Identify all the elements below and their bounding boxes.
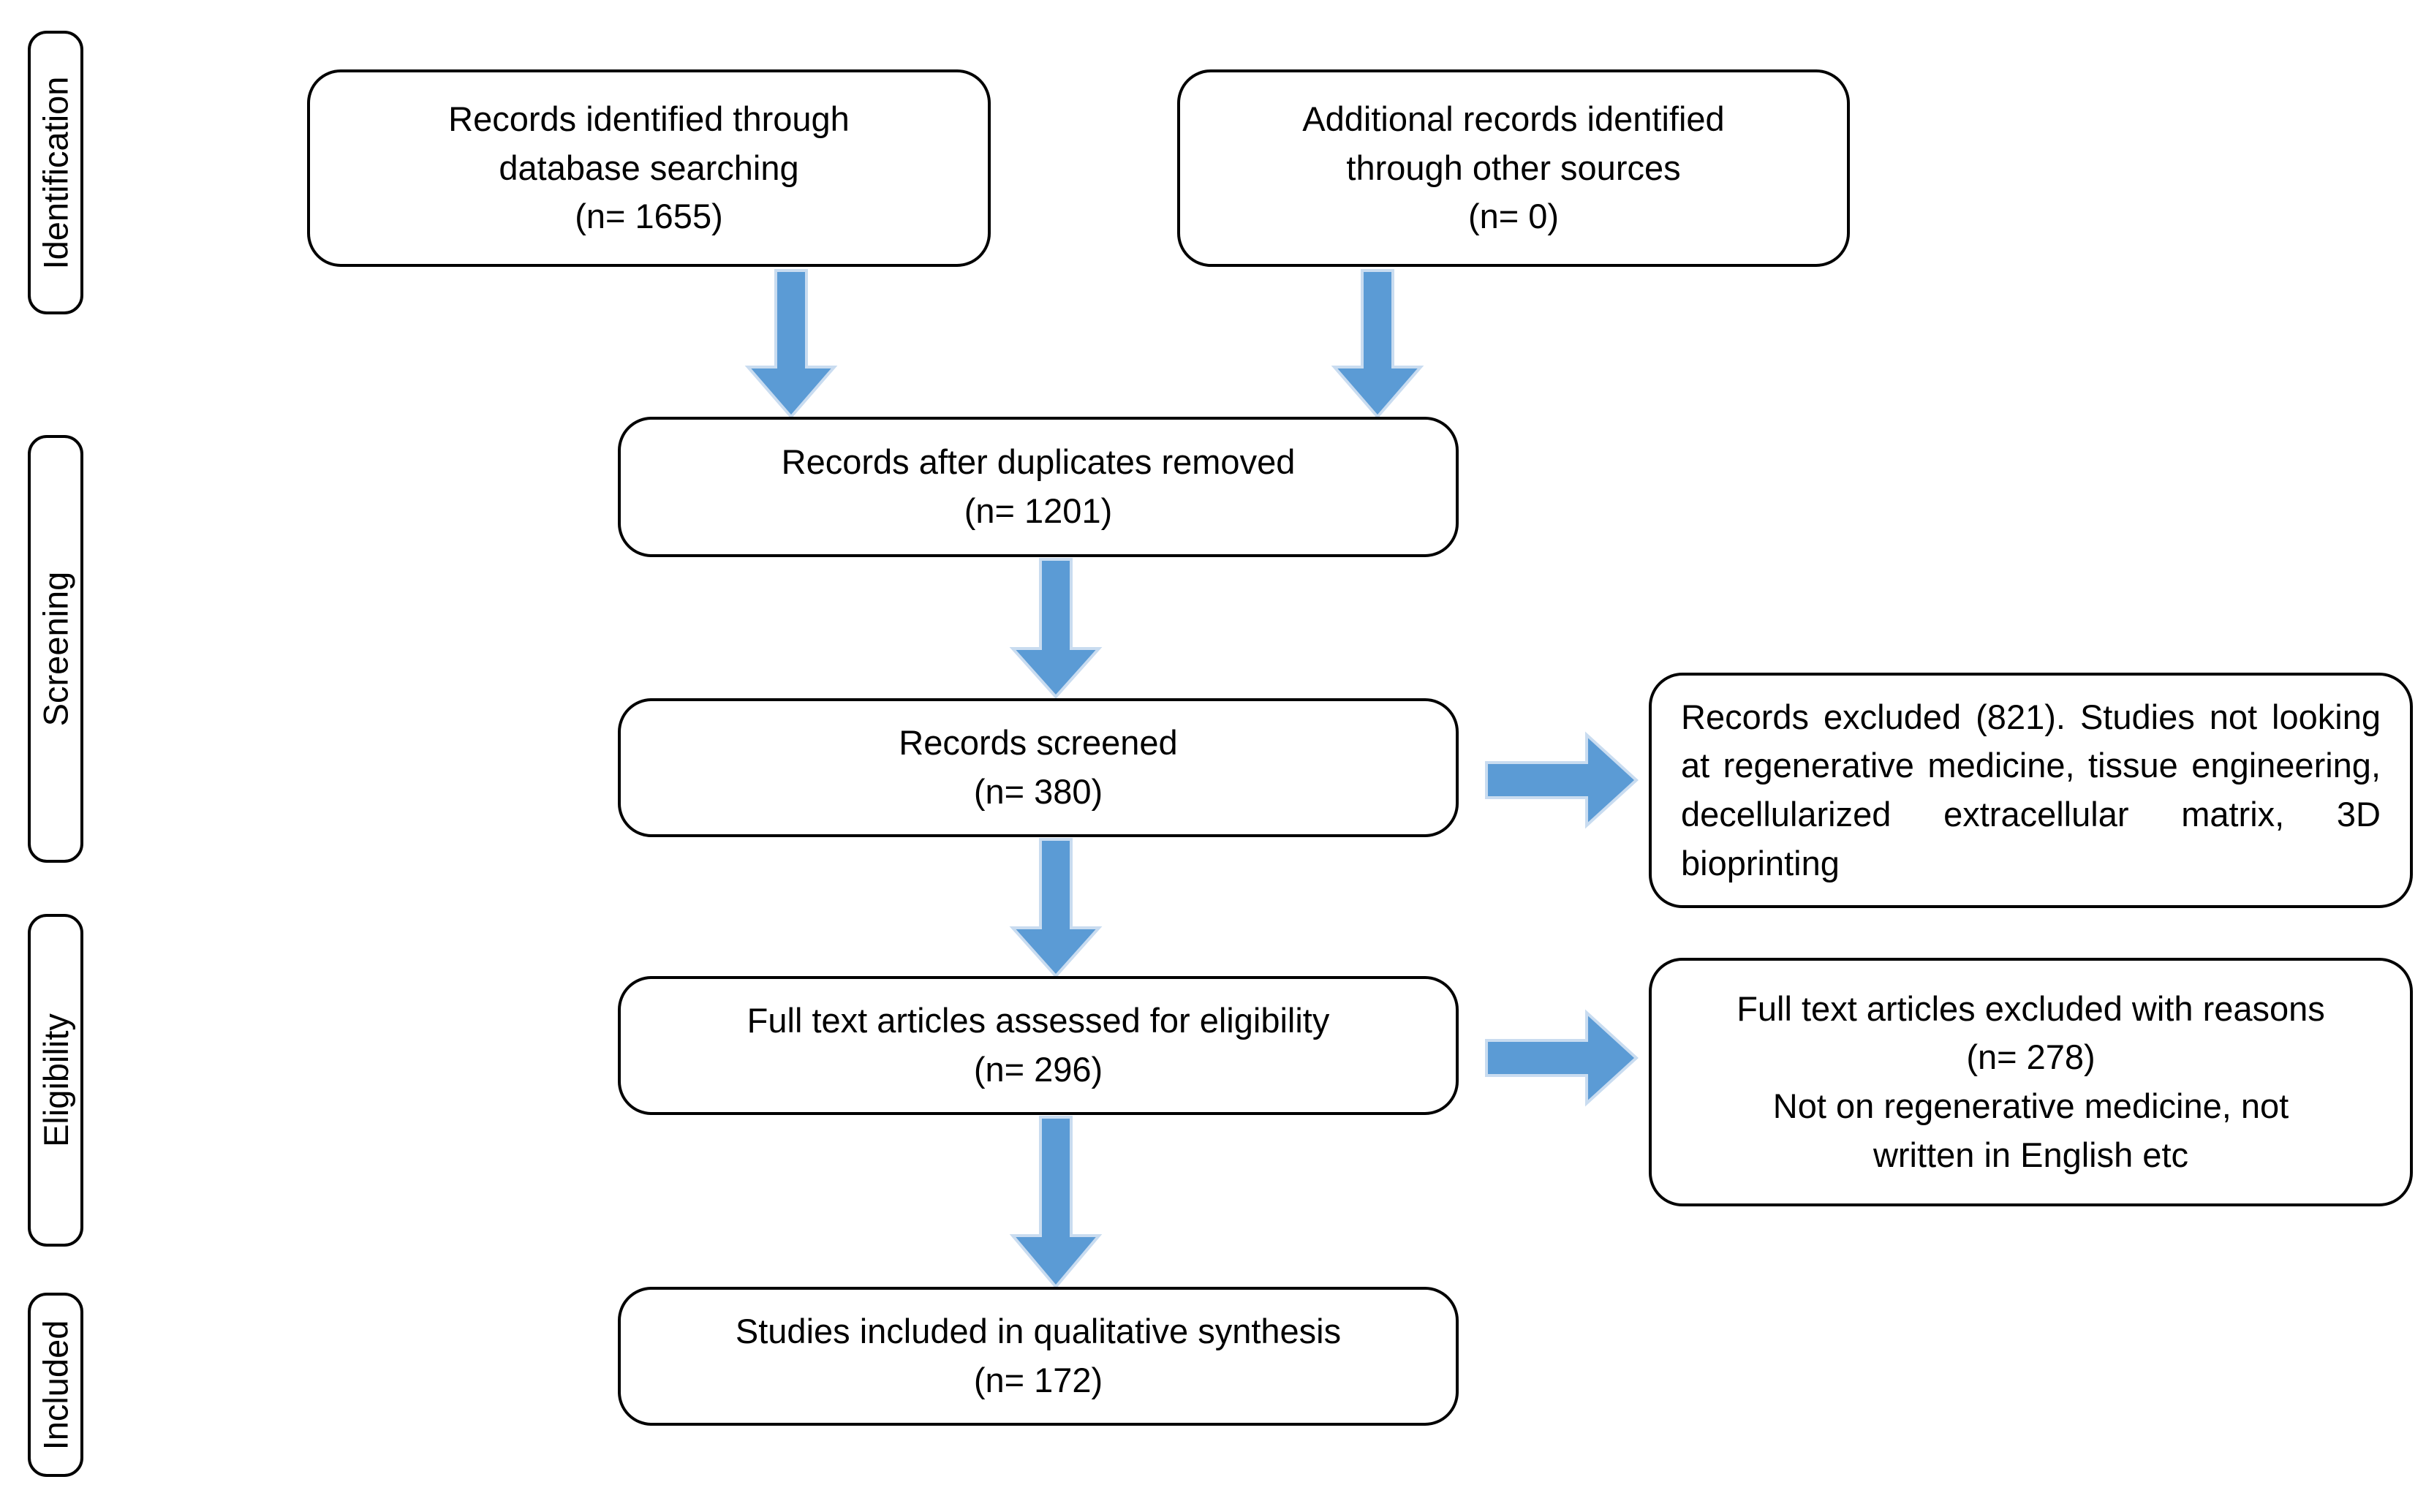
- node-fulltext-excluded-with-reasons-text: Full text articles excluded with reasons…: [1737, 989, 2325, 1174]
- stage-label-identification-text: Identification: [36, 76, 75, 269]
- node-records-identified-database-text: Records identified through database sear…: [448, 99, 850, 236]
- arrow-identified-other-to-duplicates: [1331, 269, 1424, 420]
- node-records-screened: Records screened (n= 380): [618, 698, 1459, 837]
- node-records-excluded-text: Records excluded (821). Studies not look…: [1681, 697, 2381, 882]
- node-additional-records-identified-text: Additional records identified through ot…: [1302, 99, 1725, 236]
- arrow-screened-to-excluded: [1485, 731, 1639, 829]
- node-records-identified-database: Records identified through database sear…: [307, 69, 991, 267]
- arrow-identified-database-to-duplicates: [744, 269, 838, 420]
- node-fulltext-assessed-for-eligibility-text: Full text articles assessed for eligibil…: [747, 1001, 1330, 1089]
- stage-label-eligibility-text: Eligibility: [36, 1013, 75, 1147]
- node-fulltext-excluded-with-reasons: Full text articles excluded with reasons…: [1649, 958, 2413, 1206]
- stage-label-included: Included: [28, 1293, 83, 1477]
- stage-label-screening-text: Screening: [36, 571, 75, 727]
- node-records-after-duplicates-removed-text: Records after duplicates removed (n= 120…: [781, 442, 1296, 530]
- stage-label-identification: Identification: [28, 31, 83, 314]
- node-records-after-duplicates-removed: Records after duplicates removed (n= 120…: [618, 417, 1459, 557]
- node-fulltext-assessed-for-eligibility: Full text articles assessed for eligibil…: [618, 976, 1459, 1115]
- node-additional-records-identified: Additional records identified through ot…: [1177, 69, 1850, 267]
- arrow-screened-to-fulltext: [1009, 838, 1103, 979]
- node-studies-included-qualitative-synthesis-text: Studies included in qualitative synthesi…: [735, 1312, 1342, 1399]
- arrow-fulltext-to-included: [1009, 1116, 1103, 1290]
- node-studies-included-qualitative-synthesis: Studies included in qualitative synthesi…: [618, 1287, 1459, 1426]
- arrow-fulltext-to-excluded: [1485, 1009, 1639, 1107]
- node-records-excluded: Records excluded (821). Studies not look…: [1649, 673, 2413, 908]
- arrow-duplicates-to-screened: [1009, 558, 1103, 700]
- stage-label-included-text: Included: [36, 1320, 75, 1450]
- stage-label-screening: Screening: [28, 435, 83, 863]
- stage-label-eligibility: Eligibility: [28, 914, 83, 1247]
- node-records-screened-text: Records screened (n= 380): [899, 723, 1178, 811]
